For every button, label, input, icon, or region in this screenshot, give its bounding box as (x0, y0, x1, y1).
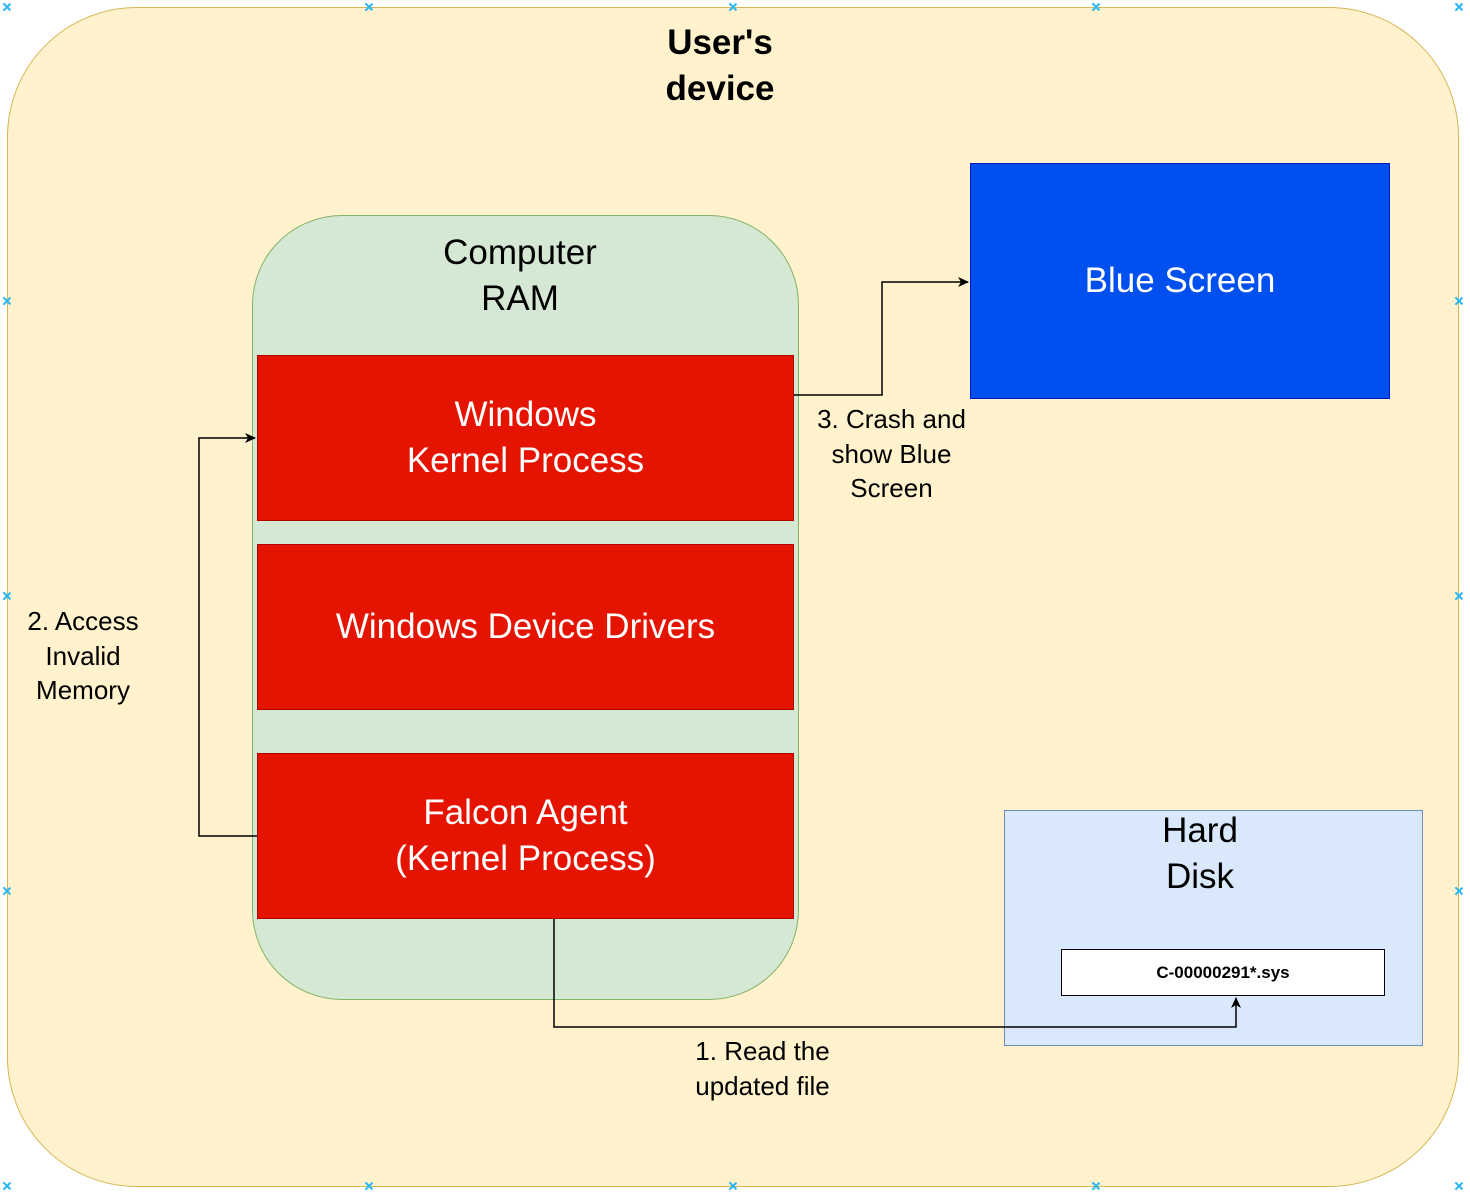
resize-handle[interactable] (1092, 1182, 1100, 1190)
sys-file-box: C-00000291*.sys (1061, 949, 1385, 996)
computer-ram-title-line1: Computer (443, 233, 597, 272)
step-access-line3: Memory (36, 675, 130, 705)
falcon-agent-line1: Falcon Agent (423, 793, 628, 832)
falcon-agent-process-box: Falcon Agent (Kernel Process) (257, 753, 794, 919)
computer-ram-title: Computer RAM (370, 230, 670, 322)
windows-device-drivers-label: Windows Device Drivers (335, 607, 716, 646)
hard-disk-title-line1: Hard (1162, 811, 1238, 850)
step-read-line1: 1. Read the (695, 1036, 830, 1066)
windows-kernel-process-box: Windows Kernel Process (257, 355, 794, 521)
step-crash-line3: Screen (850, 473, 933, 503)
computer-ram-title-line2: RAM (481, 279, 559, 318)
resize-handle[interactable] (1455, 3, 1463, 11)
windows-kernel-process-line1: Windows (454, 395, 597, 434)
users-device-title-line1: User's (667, 23, 773, 62)
resize-handle[interactable] (3, 297, 11, 305)
crash-arrow (794, 277, 969, 396)
step-access-line2: Invalid (45, 640, 121, 671)
resize-handle[interactable] (3, 3, 11, 11)
windows-device-drivers-box: Windows Device Drivers (257, 544, 794, 710)
falcon-agent-line2: (Kernel Process) (395, 839, 656, 878)
windows-kernel-process-line2: Kernel Process (406, 441, 645, 480)
users-device-title-line2: device (665, 69, 775, 108)
resize-handle[interactable] (1455, 887, 1463, 895)
resize-handle[interactable] (729, 1182, 737, 1190)
resize-handle[interactable] (365, 3, 373, 11)
sys-file-name: C-00000291*.sys (1156, 962, 1290, 982)
step-access-line1: 2. Access (27, 606, 139, 636)
step-crash-label: 3. Crash and show Blue Screen (800, 402, 983, 506)
step-read-label: 1. Read the updated file (660, 1034, 865, 1103)
resize-handle[interactable] (1455, 1182, 1463, 1190)
users-device-title: User's device (560, 20, 880, 112)
step-crash-line1: 3. Crash and (817, 404, 966, 434)
hard-disk-title: Hard Disk (1050, 808, 1350, 900)
step-access-label: 2. Access Invalid Memory (10, 604, 156, 708)
hard-disk-container (1004, 810, 1423, 1046)
access-memory-arrow (198, 433, 257, 837)
blue-screen-label: Blue Screen (1084, 261, 1276, 300)
read-file-arrow (553, 919, 1241, 1028)
hard-disk-title-line2: Disk (1165, 857, 1235, 896)
step-read-line2: updated file (695, 1070, 830, 1101)
resize-handle[interactable] (365, 1182, 373, 1190)
resize-handle[interactable] (1455, 592, 1463, 600)
resize-handle[interactable] (3, 887, 11, 895)
resize-handle[interactable] (1092, 3, 1100, 11)
resize-handle[interactable] (729, 3, 737, 11)
resize-handle[interactable] (3, 1182, 11, 1190)
blue-screen-box: Blue Screen (970, 163, 1390, 399)
step-crash-line2: show Blue (831, 438, 952, 469)
resize-handle[interactable] (3, 592, 11, 600)
resize-handle[interactable] (1455, 297, 1463, 305)
